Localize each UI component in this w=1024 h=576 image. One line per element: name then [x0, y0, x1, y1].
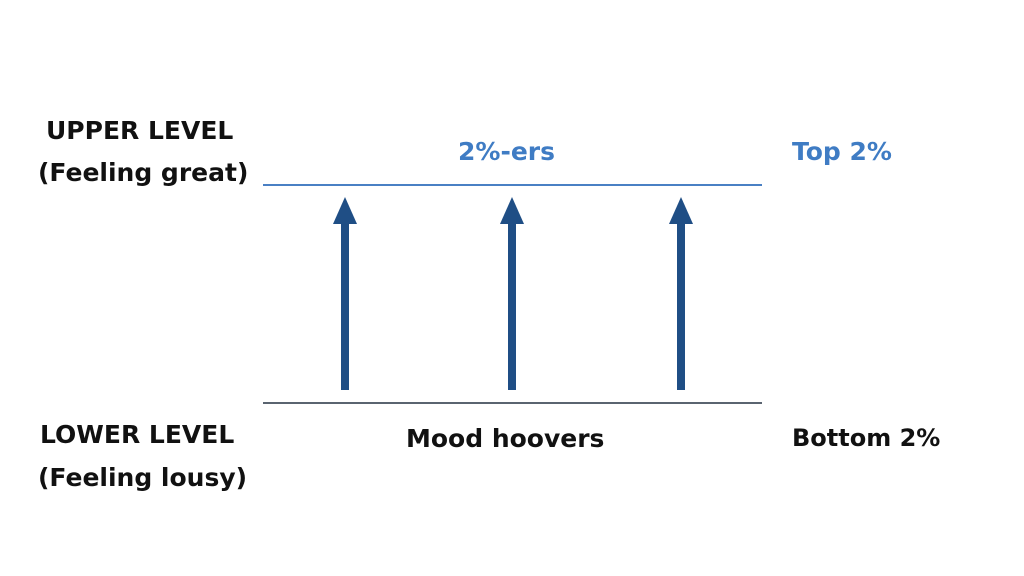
- up-arrow-icon: [500, 197, 524, 390]
- lower-level-line: [263, 402, 762, 404]
- lower-right-label: Bottom 2%: [792, 424, 941, 452]
- lower-level-title: LOWER LEVEL: [40, 420, 235, 449]
- lower-level-subtitle: (Feeling lousy): [38, 463, 248, 492]
- upper-right-label: Top 2%: [792, 137, 892, 166]
- lower-center-label: Mood hoovers: [406, 424, 605, 453]
- up-arrow-icon: [333, 197, 357, 390]
- upper-level-line: [263, 184, 762, 186]
- upper-level-subtitle: (Feeling great): [38, 158, 249, 187]
- up-arrow-icon: [669, 197, 693, 390]
- upper-level-title: UPPER LEVEL: [46, 116, 234, 145]
- upper-center-label: 2%-ers: [458, 137, 555, 166]
